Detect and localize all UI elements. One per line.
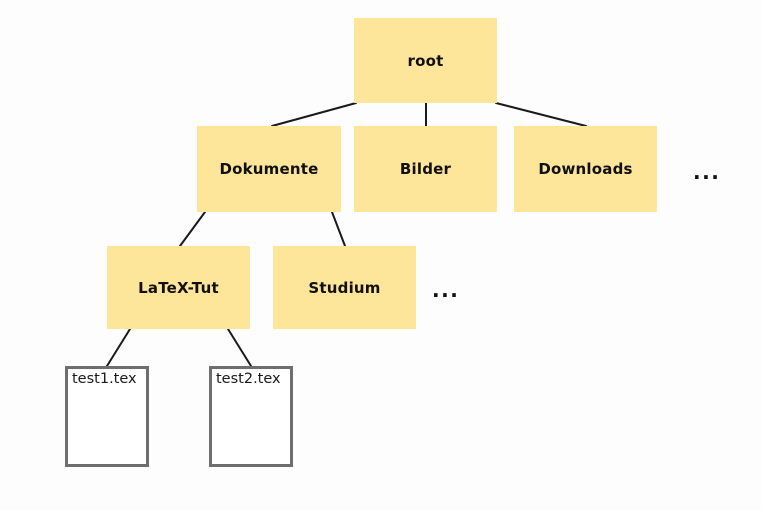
edge-dokumente-to-latex_tut: [179, 211, 206, 247]
edge-latex_tut-to-test2: [227, 328, 252, 367]
node-dokumente-label: Dokumente: [219, 160, 319, 178]
node-file-test2-label: test2.tex: [216, 371, 281, 387]
node-root[interactable]: root: [354, 18, 497, 103]
node-studium[interactable]: Studium: [273, 246, 416, 329]
node-file-test1[interactable]: test1.tex: [65, 366, 149, 467]
ellipsis-level3: ...: [432, 278, 460, 302]
edge-dokumente-to-studium: [331, 211, 346, 247]
node-bilder-label: Bilder: [399, 160, 452, 178]
edge-root-to-downloads: [495, 102, 587, 127]
node-latex-tut-label: LaTeX-Tut: [138, 278, 219, 297]
node-file-test1-label: test1.tex: [72, 371, 137, 387]
node-downloads[interactable]: Downloads: [514, 126, 657, 212]
node-downloads-label: Downloads: [538, 160, 633, 178]
node-bilder[interactable]: Bilder: [354, 126, 497, 212]
ellipsis-level2: ...: [693, 160, 721, 184]
edge-root-to-dokumente: [271, 102, 357, 127]
node-studium-label: Studium: [308, 278, 381, 297]
node-dokumente[interactable]: Dokumente: [197, 126, 341, 212]
edge-latex_tut-to-test1: [106, 328, 131, 367]
node-file-test2[interactable]: test2.tex: [209, 366, 293, 467]
node-root-label: root: [407, 51, 444, 70]
node-latex-tut[interactable]: LaTeX-Tut: [107, 246, 250, 329]
